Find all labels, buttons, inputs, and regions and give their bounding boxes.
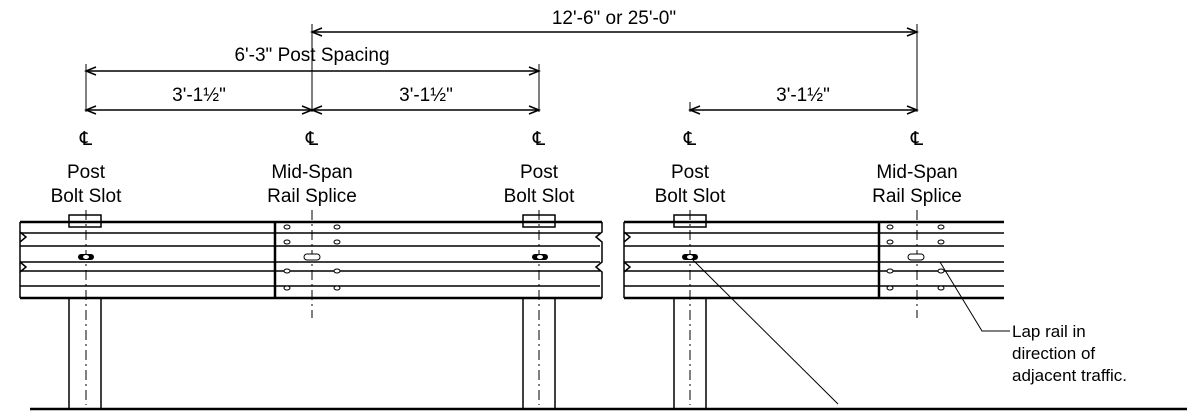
posts [68, 214, 707, 409]
post-bolt-slot-1-line1: Post [67, 162, 106, 183]
half-left-b-text: 3'-1½" [399, 85, 453, 106]
splice-holes-2 [886, 224, 945, 291]
post-bolt-slot-3-line2: Bolt Slot [655, 186, 726, 207]
overall-dimension-text: 12'-6" or 25'-0" [552, 8, 676, 29]
dimension-half-left-b: 3'-1½" [312, 85, 539, 110]
post-1 [68, 214, 102, 409]
centerline-symbol-2: ℄ [305, 129, 319, 150]
dimension-overall: 12'-6" or 25'-0" [312, 8, 917, 112]
half-left-a-text: 3'-1½" [172, 85, 226, 106]
mid-span-splice-2-line2: Rail Splice [872, 186, 962, 207]
rail-segment-2 [623, 220, 1004, 300]
mid-span-splice-1-line1: Mid-Span [271, 162, 352, 183]
half-right-text: 3'-1½" [776, 85, 830, 106]
note-line-2: direction of [1012, 344, 1095, 363]
note-line-1: Lap rail in [1012, 322, 1086, 341]
rail-segment-1 [19, 220, 603, 300]
post-spacing-text: 6'-3" Post Spacing [234, 45, 389, 66]
mid-span-splice-1-line2: Rail Splice [267, 186, 357, 207]
lap-note-leader [939, 261, 1010, 332]
post-bolt-slot-1-line2: Bolt Slot [51, 186, 122, 207]
post-bolt-slot-2-line1: Post [520, 162, 559, 183]
splice-holes-1 [283, 224, 341, 291]
centerline-symbol-3: ℄ [532, 129, 546, 150]
centerlines [85, 210, 918, 405]
bolt-slot-leader [692, 259, 839, 405]
note-line-3: adjacent traffic. [1012, 366, 1127, 385]
dimension-post-spacing: 6'-3" Post Spacing [86, 45, 539, 112]
mid-span-splice-2-line1: Mid-Span [876, 162, 957, 183]
centerline-symbol-1: ℄ [79, 129, 93, 150]
post-bolt-slot-3-line1: Post [671, 162, 710, 183]
post-bolt-slot-2-line2: Bolt Slot [504, 186, 575, 207]
lap-rail-note: Lap rail in direction of adjacent traffi… [1012, 322, 1127, 385]
centerline-symbols: ℄ ℄ ℄ ℄ ℄ [79, 129, 924, 150]
dimension-half-left-a: 3'-1½" [86, 85, 312, 110]
centerline-symbol-5: ℄ [910, 129, 924, 150]
centerline-symbol-4: ℄ [683, 129, 697, 150]
dimension-half-right: 3'-1½" [690, 85, 917, 112]
location-labels: Post Bolt Slot Mid-Span Rail Splice Post… [51, 162, 962, 207]
